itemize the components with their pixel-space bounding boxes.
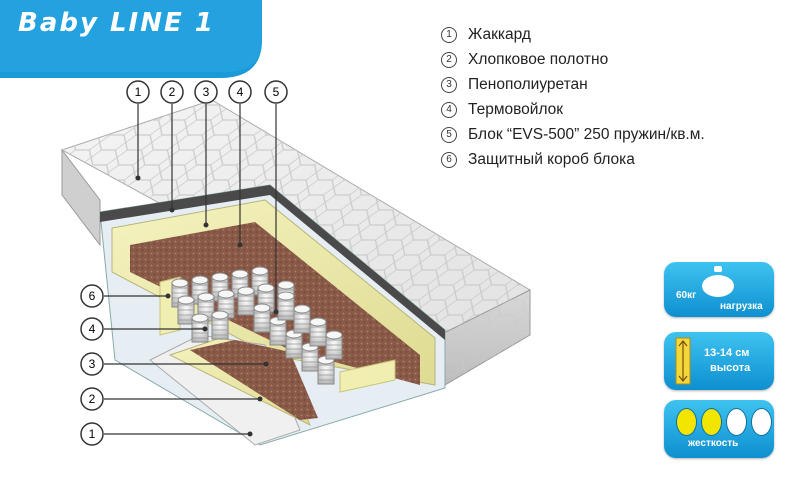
legend-label: Термовойлок bbox=[468, 100, 564, 118]
legend-label: Блок “EVS-500” 250 пружин/кв.м. bbox=[468, 125, 705, 143]
legend-number: 1 bbox=[441, 26, 457, 43]
legend-item: 5 Блок “EVS-500” 250 пружин/кв.м. bbox=[441, 122, 705, 147]
legend-label: Пенополиуретан bbox=[468, 75, 588, 93]
weight-icon bbox=[702, 266, 734, 297]
callout-dots bbox=[135, 175, 279, 437]
legend-item: 6 Защитный короб блока bbox=[441, 147, 705, 172]
spring-coil bbox=[309, 317, 327, 347]
legend-number: 5 bbox=[441, 126, 457, 143]
legend-item: 1 Жаккард bbox=[441, 22, 705, 47]
callout-top-2: 2 bbox=[160, 80, 184, 104]
svg-text:6: 6 bbox=[89, 289, 96, 303]
legend-number: 2 bbox=[441, 51, 457, 68]
legend-item: 4 Термовойлок bbox=[441, 97, 705, 122]
callout-top-4: 4 bbox=[228, 80, 252, 104]
felt-layer bbox=[130, 222, 420, 385]
firmness-scale bbox=[676, 408, 772, 436]
callout-top-5: 5 bbox=[264, 80, 288, 104]
svg-text:2: 2 bbox=[89, 392, 96, 406]
callout-left-2: 2 bbox=[80, 387, 104, 411]
callout-left-6: 6 bbox=[80, 284, 104, 308]
protective-box-right bbox=[339, 359, 396, 393]
firmness-dot bbox=[751, 408, 772, 436]
svg-text:5: 5 bbox=[273, 85, 280, 99]
layer-legend: 1 Жаккард 2 Хлопковое полотно 3 Пенополиуре… bbox=[441, 22, 705, 172]
svg-text:4: 4 bbox=[237, 85, 244, 99]
title-tab-shape bbox=[0, 0, 262, 78]
height-label: высота bbox=[710, 362, 751, 374]
spring-coil bbox=[237, 286, 255, 316]
spring-coil bbox=[325, 330, 343, 360]
lower-felt bbox=[190, 340, 318, 420]
spring-coil bbox=[191, 313, 209, 343]
ruler-icon bbox=[675, 337, 691, 385]
svg-text:1: 1 bbox=[135, 85, 142, 99]
spring-block bbox=[171, 266, 343, 385]
load-label: нагрузка bbox=[720, 301, 763, 312]
firmness-badge: жесткость bbox=[664, 400, 774, 458]
spring-coil bbox=[301, 342, 319, 372]
legend-number: 3 bbox=[441, 76, 457, 93]
svg-text:3: 3 bbox=[203, 85, 210, 99]
mattress-left-side bbox=[61, 148, 101, 247]
firmness-dot bbox=[676, 408, 697, 436]
callout-left-1: 1 bbox=[80, 422, 104, 446]
spring-coil bbox=[293, 304, 311, 334]
legend-label: Защитный короб блока bbox=[468, 150, 635, 168]
legend-number: 4 bbox=[441, 101, 457, 118]
svg-text:4: 4 bbox=[89, 322, 96, 336]
spring-coil bbox=[253, 303, 271, 333]
spring-coil bbox=[177, 295, 195, 325]
callout-top-1: 1 bbox=[126, 80, 150, 104]
product-title: Baby LINE 1 bbox=[18, 8, 215, 38]
legend-label: Жаккард bbox=[468, 25, 531, 43]
title-tab: Baby LINE 1 bbox=[0, 0, 262, 78]
height-badge: 13-14 см высота bbox=[664, 332, 774, 390]
firmness-label: жесткость bbox=[688, 438, 739, 449]
load-badge: 60кг нагрузка bbox=[664, 262, 774, 317]
legend-label: Хлопковое полотно bbox=[468, 50, 609, 68]
callout-left-3: 3 bbox=[80, 352, 104, 376]
load-weight: 60кг bbox=[676, 290, 697, 301]
spring-coil bbox=[285, 329, 303, 359]
legend-item: 3 Пенополиуретан bbox=[441, 72, 705, 97]
legend-number: 6 bbox=[441, 151, 457, 168]
legend-item: 2 Хлопковое полотно bbox=[441, 47, 705, 72]
spring-coil bbox=[317, 355, 335, 385]
svg-text:3: 3 bbox=[89, 357, 96, 371]
spring-coil bbox=[211, 310, 229, 340]
firmness-dot bbox=[701, 408, 722, 436]
spring-coil bbox=[257, 283, 275, 313]
spring-coil bbox=[277, 291, 295, 321]
height-value: 13-14 см bbox=[704, 347, 750, 359]
callout-lines bbox=[104, 104, 277, 435]
callout-left-4: 4 bbox=[80, 317, 104, 341]
svg-text:2: 2 bbox=[169, 85, 176, 99]
svg-text:1: 1 bbox=[89, 427, 96, 441]
firmness-dot bbox=[726, 408, 747, 436]
callout-top-3: 3 bbox=[194, 80, 218, 104]
spring-coil bbox=[269, 316, 287, 346]
